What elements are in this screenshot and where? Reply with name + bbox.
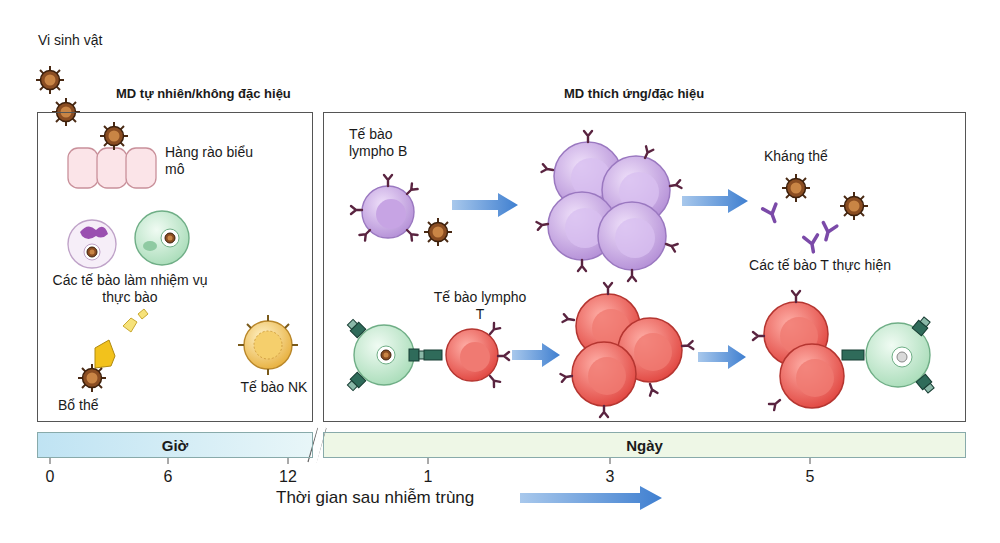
cell-label: Tế bào lympho B xyxy=(349,126,429,160)
antibody-label: Kháng thể xyxy=(764,148,874,165)
cell-label: Hàng rào biểu mô xyxy=(165,144,255,178)
axis-ticks xyxy=(50,458,810,464)
tick-number: 3 xyxy=(606,467,615,486)
time-band: Ngày xyxy=(323,432,966,458)
epithelium xyxy=(68,148,156,188)
macrophage xyxy=(135,211,189,265)
tick-number: 6 xyxy=(164,467,173,486)
tick-number: 1 xyxy=(424,467,433,486)
cell-label: Các tế bào T thực hiện xyxy=(745,257,895,274)
time-arrow xyxy=(520,486,662,510)
band-label: Ngày xyxy=(626,437,663,454)
axis-title: Thời gian sau nhiễm trùng xyxy=(276,488,474,508)
nk-cell xyxy=(238,315,298,375)
target-cell xyxy=(866,316,936,395)
cell-label: Các tế bào làm nhiệm vụ thực bào xyxy=(40,272,220,306)
cell-label: Tế bào NK xyxy=(236,379,312,396)
tick-number: 5 xyxy=(806,467,815,486)
b-cell xyxy=(351,175,418,241)
effector-t-cells xyxy=(753,291,844,410)
t-cell xyxy=(446,323,509,387)
tick-number: 12 xyxy=(279,467,297,486)
band-label: Giờ xyxy=(162,437,189,454)
neutrophil xyxy=(68,220,116,268)
cell-label: Tế bào lympho T xyxy=(430,289,530,323)
plasma-cells xyxy=(536,131,681,281)
t-cell-cluster xyxy=(560,283,693,417)
complement xyxy=(95,309,148,368)
panel-heading: MD thích ứng/đặc hiệu xyxy=(564,86,704,101)
panel-heading: MD tự nhiên/không đặc hiệu xyxy=(116,86,291,101)
microbe-label: Vi sinh vật xyxy=(38,32,148,49)
apc xyxy=(346,318,425,392)
time-band: Giờ xyxy=(37,432,313,458)
tick-number: 0 xyxy=(46,467,55,486)
cell-label: Bổ thể xyxy=(58,397,128,414)
